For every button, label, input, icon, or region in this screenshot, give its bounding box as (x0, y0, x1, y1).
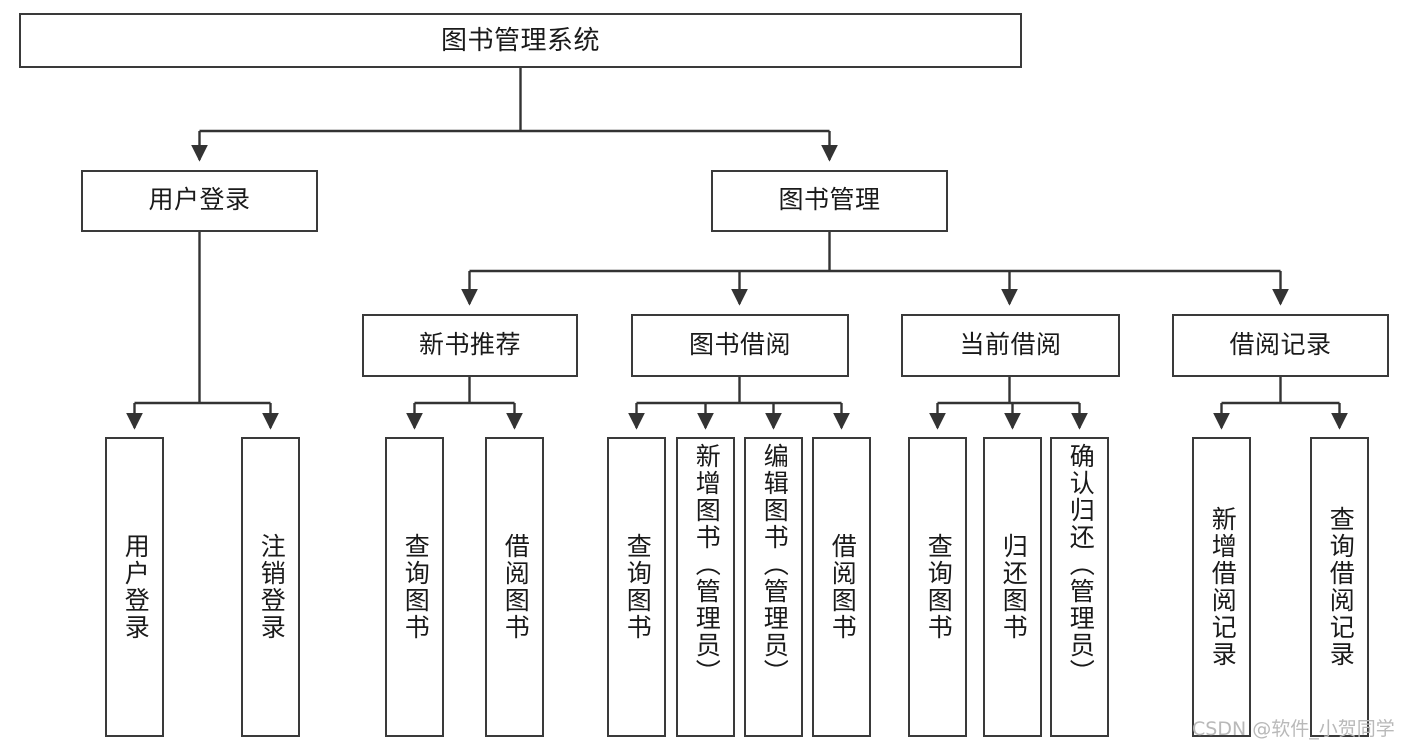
node-label: 注销登录 (257, 533, 286, 641)
node-leaf-logout[interactable]: 注销登录 (241, 437, 300, 737)
node-leaf-query-book-current[interactable]: 查询图书 (908, 437, 967, 737)
node-leaf-return-book[interactable]: 归还图书 (983, 437, 1042, 737)
node-user-login[interactable]: 用户登录 (81, 170, 318, 232)
node-label: 当前借阅 (959, 330, 1062, 359)
node-borrow-record[interactable]: 借阅记录 (1172, 314, 1389, 377)
node-leaf-query-borrow-record[interactable]: 查询借阅记录 (1310, 437, 1369, 737)
node-label: 归还图书 (999, 533, 1028, 641)
csdn-watermark: CSDN @软件_小贺同学 (1192, 718, 1395, 740)
node-label: 借阅图书 (501, 533, 530, 641)
node-label: 借阅记录 (1229, 330, 1332, 359)
node-leaf-edit-book[interactable]: 编辑图书（管理员） (744, 437, 803, 737)
node-leaf-borrow-book-recommend[interactable]: 借阅图书 (485, 437, 544, 737)
node-label: 图书管理系统 (440, 25, 600, 56)
node-label: 查询借阅记录 (1326, 506, 1355, 668)
node-leaf-borrow-book[interactable]: 借阅图书 (812, 437, 871, 737)
node-label: 用户登录 (121, 533, 150, 641)
node-new-book-recommend[interactable]: 新书推荐 (362, 314, 578, 377)
node-label: 图书管理 (778, 186, 881, 215)
node-leaf-add-borrow-record[interactable]: 新增借阅记录 (1192, 437, 1251, 737)
node-label: 借阅图书 (828, 533, 857, 641)
node-label: 查询图书 (924, 533, 953, 641)
node-book-management[interactable]: 图书管理 (711, 170, 948, 232)
node-label: 确认归还（管理员） (1066, 443, 1095, 686)
node-leaf-query-book-borrow[interactable]: 查询图书 (607, 437, 666, 737)
node-label: 图书借阅 (688, 330, 791, 359)
node-leaf-add-book[interactable]: 新增图书（管理员） (676, 437, 735, 737)
node-label: 新增借阅记录 (1208, 506, 1237, 668)
node-leaf-confirm-return[interactable]: 确认归还（管理员） (1050, 437, 1109, 737)
node-current-borrow[interactable]: 当前借阅 (901, 314, 1120, 377)
node-root-system[interactable]: 图书管理系统 (19, 13, 1022, 68)
node-leaf-query-book-recommend[interactable]: 查询图书 (385, 437, 444, 737)
node-label: 新增图书（管理员） (692, 443, 721, 686)
node-label: 查询图书 (623, 533, 652, 641)
node-label: 查询图书 (401, 533, 430, 641)
node-leaf-user-login[interactable]: 用户登录 (105, 437, 164, 737)
node-label: 新书推荐 (418, 330, 521, 359)
node-label: 用户登录 (148, 186, 251, 215)
node-label: 编辑图书（管理员） (760, 443, 789, 686)
node-book-borrow[interactable]: 图书借阅 (631, 314, 849, 377)
